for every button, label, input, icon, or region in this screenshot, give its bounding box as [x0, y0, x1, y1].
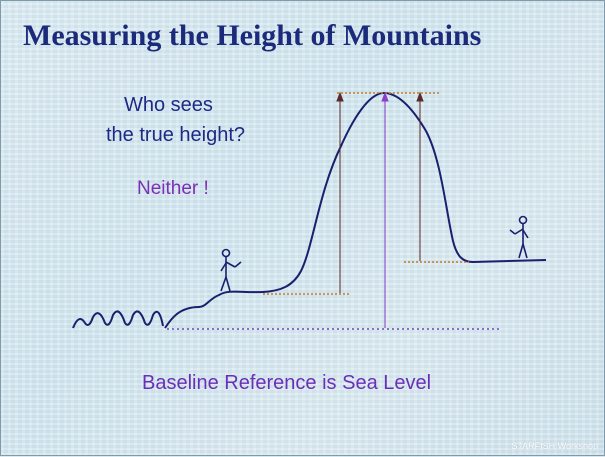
credit-text: STARFISH Workshop	[511, 441, 598, 451]
question-line-2: the true height?	[106, 124, 245, 146]
stick-figure-left-icon	[220, 248, 242, 292]
mountain-profile	[164, 91, 547, 329]
waves-icon	[72, 310, 164, 329]
question-line-1: Who sees	[124, 94, 213, 116]
baseline-caption: Baseline Reference is Sea Level	[142, 372, 432, 394]
left-height-arrow	[336, 91, 344, 293]
true-height-arrow	[381, 91, 389, 328]
right-height-arrow	[416, 91, 424, 261]
slide-title: Measuring the Height of Mountains	[23, 19, 482, 52]
stick-figure-right-icon	[509, 215, 529, 259]
answer-text: Neither !	[137, 178, 209, 199]
